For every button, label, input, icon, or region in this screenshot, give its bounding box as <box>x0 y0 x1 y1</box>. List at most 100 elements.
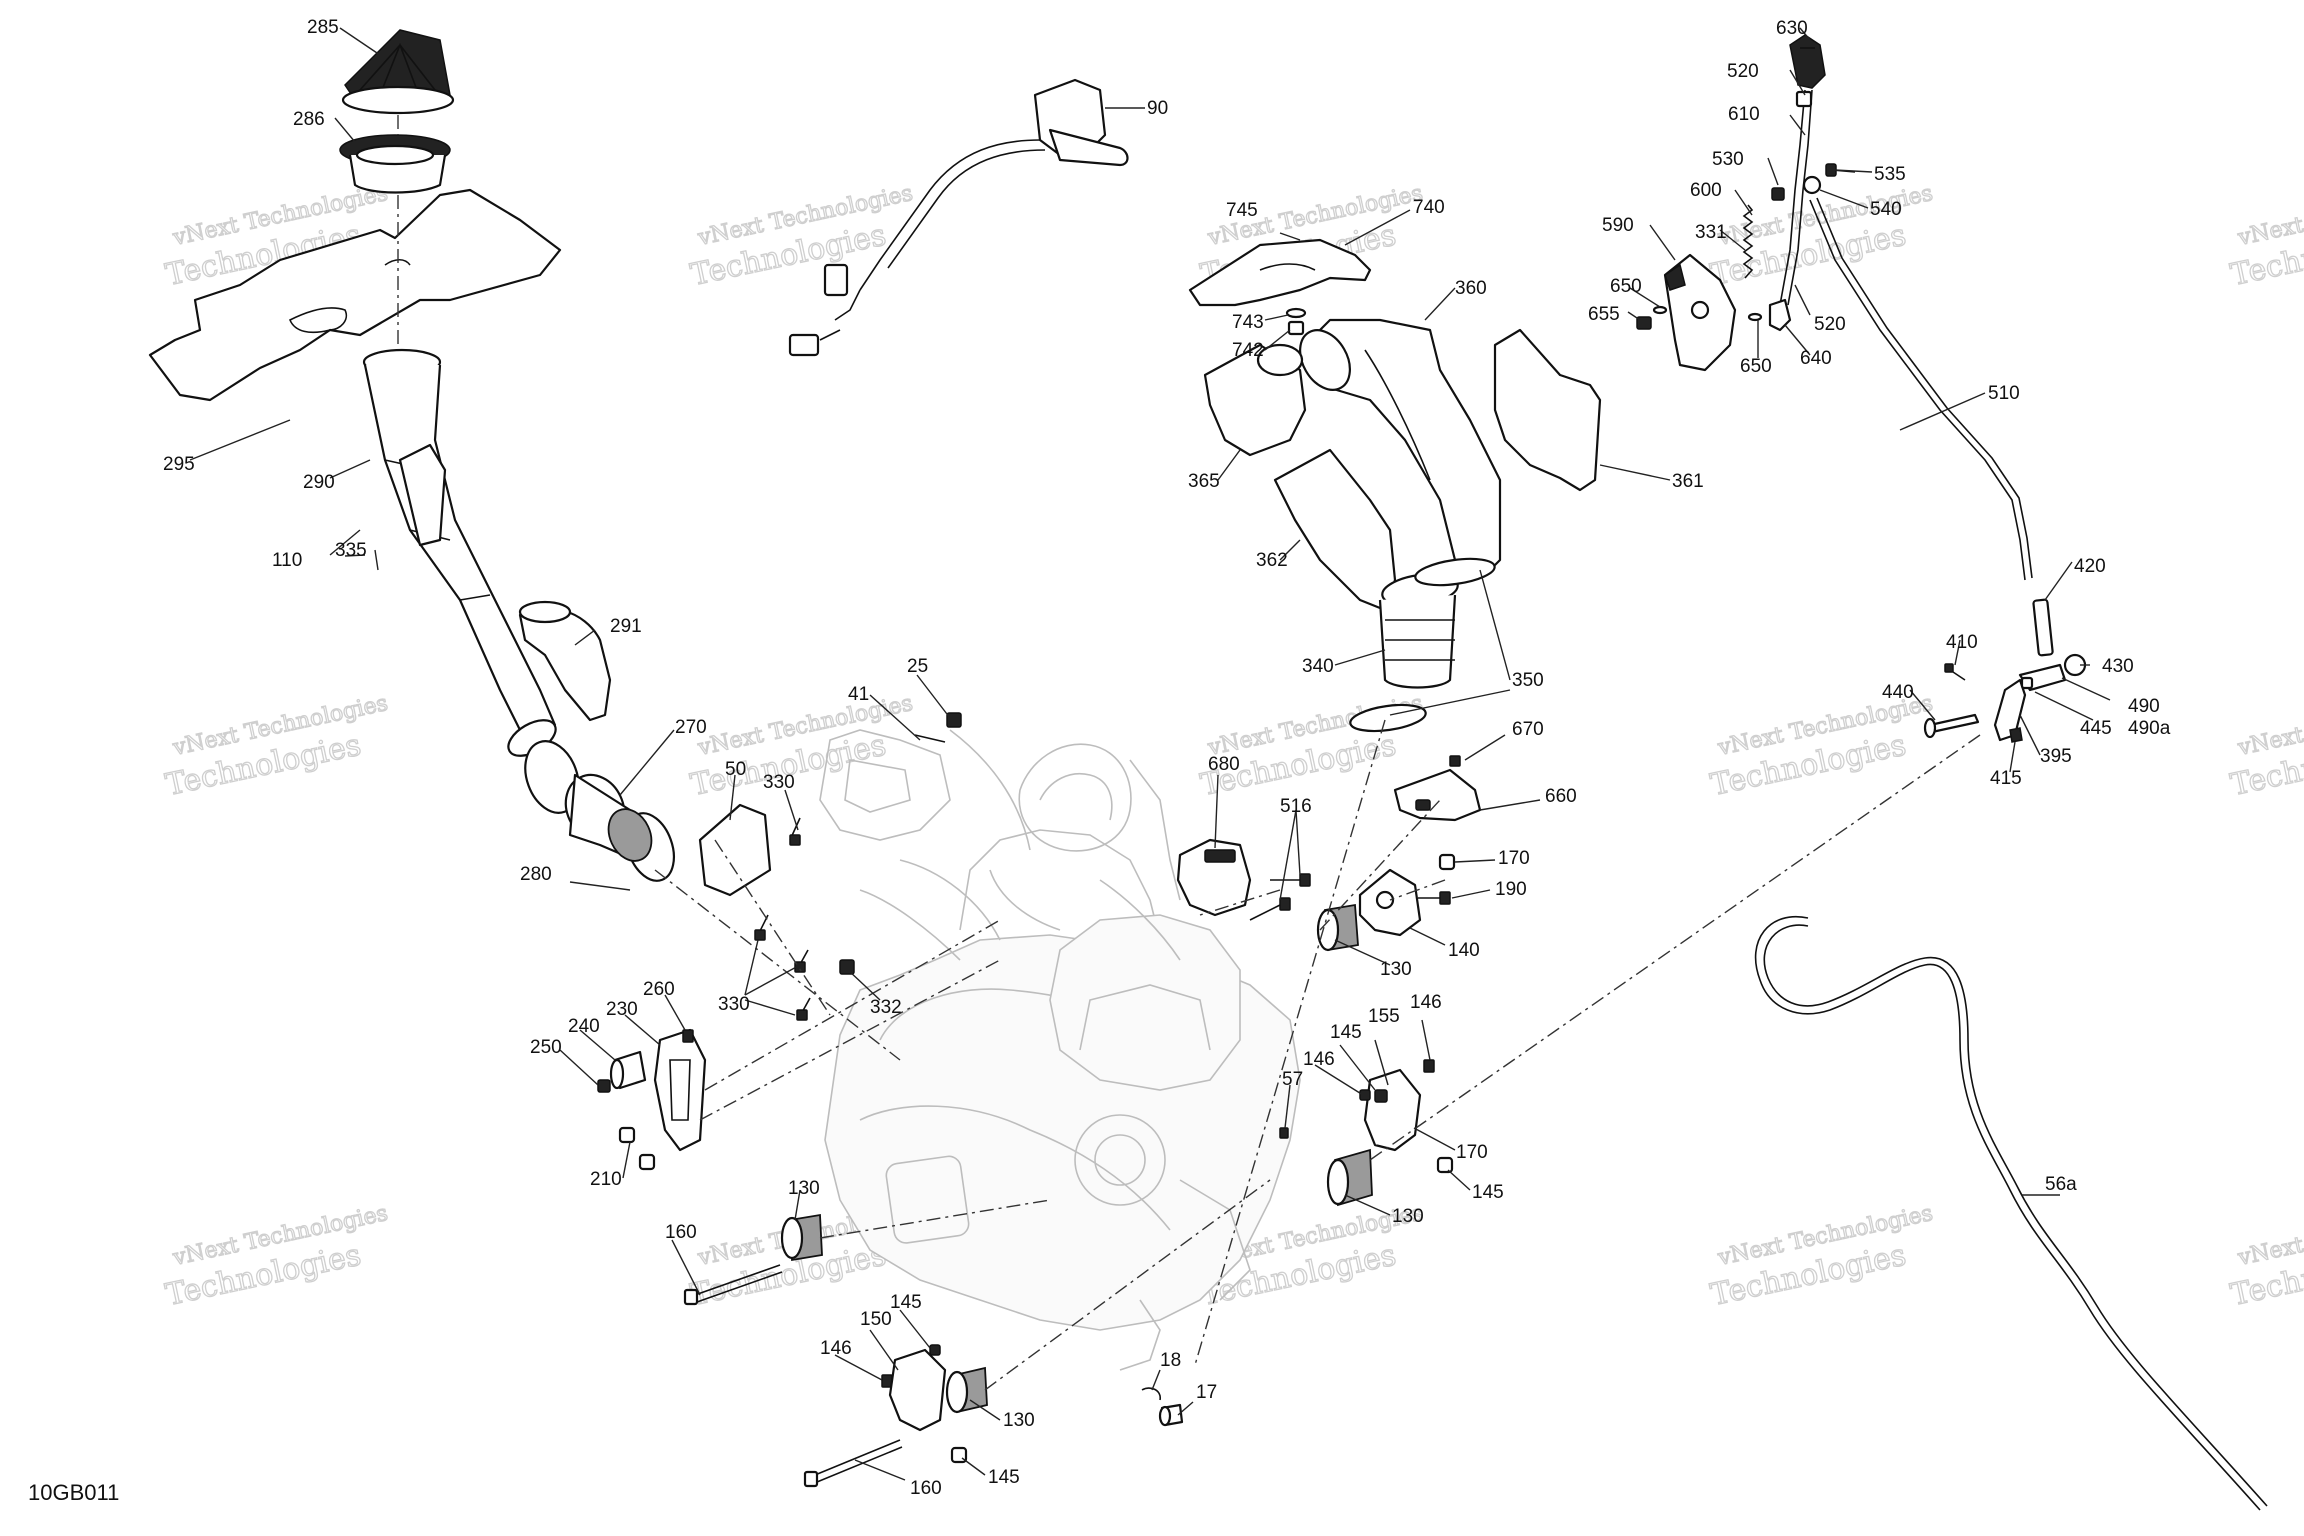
callout-655: 655 <box>1588 304 1620 325</box>
part-285-filter-cone <box>341 29 455 115</box>
callout-160: 160 <box>665 1222 697 1243</box>
part-530-nut <box>1771 187 1785 201</box>
part-742-fastener <box>1287 320 1305 336</box>
callout-190: 190 <box>1495 879 1527 900</box>
part-540-bushing <box>1802 175 1822 195</box>
part-230-mount-bracket <box>653 1028 707 1152</box>
callout-295: 295 <box>163 454 195 475</box>
callout-18: 18 <box>1160 1350 1181 1371</box>
callout-535: 535 <box>1874 164 1906 185</box>
part-295-cover-plate <box>148 188 562 402</box>
callout-90: 90 <box>1147 98 1168 119</box>
callout-291: 291 <box>610 616 642 637</box>
callout-530: 530 <box>1712 149 1744 170</box>
part-650-washer <box>1652 305 1763 322</box>
callout-330: 330 <box>718 994 750 1015</box>
part-155-mount-bracket <box>1363 1068 1422 1152</box>
part-365-elbow <box>1203 343 1307 457</box>
part-740-bracket <box>1188 238 1372 307</box>
callout-331: 331 <box>1695 222 1727 243</box>
callout-361: 361 <box>1672 471 1704 492</box>
callout-labels: 285 286 295 290 110 335 291 270 280 90 7… <box>163 17 2171 1499</box>
callout-286: 286 <box>293 109 325 130</box>
callout-56a: 56a <box>2045 1174 2077 1195</box>
watermark-line1: vNext Technologies <box>2235 691 2304 761</box>
part-420-coupler <box>2032 598 2054 657</box>
callout-332: 332 <box>870 997 902 1018</box>
part-50-gasket <box>698 803 772 897</box>
part-655-nut <box>1636 316 1652 330</box>
callout-260: 260 <box>643 979 675 1000</box>
callout-146: 146 <box>1410 992 1442 1013</box>
callout-145: 145 <box>890 1292 922 1313</box>
part-410-screw <box>1944 663 1966 681</box>
callout-146: 146 <box>1303 1049 1335 1070</box>
callout-335: 335 <box>335 540 367 561</box>
callout-430: 430 <box>2102 656 2134 677</box>
callout-17: 17 <box>1196 1382 1217 1403</box>
callout-445: 445 <box>2080 718 2112 739</box>
callout-290: 290 <box>303 472 335 493</box>
callout-155: 155 <box>1368 1006 1400 1027</box>
callout-680: 680 <box>1208 754 1240 775</box>
callout-130: 130 <box>1392 1206 1424 1227</box>
callout-610: 610 <box>1728 104 1760 125</box>
part-640-pivot <box>1768 298 1792 332</box>
callout-395: 395 <box>2040 746 2072 767</box>
callout-600: 600 <box>1690 180 1722 201</box>
callout-240: 240 <box>568 1016 600 1037</box>
diagram-code: 10GB011 <box>28 1480 119 1505</box>
callout-740: 740 <box>1413 197 1445 218</box>
part-340-filter-cylinder <box>1378 573 1459 689</box>
callout-130: 130 <box>1003 1410 1035 1431</box>
part-680-module <box>1176 838 1252 917</box>
callout-110: 110 <box>272 550 302 571</box>
callout-650: 650 <box>1610 276 1642 297</box>
callout-520: 520 <box>1814 314 1846 335</box>
callout-340: 340 <box>1302 656 1334 677</box>
part-150-mount-bracket <box>888 1348 947 1432</box>
part-18-clamp <box>1141 1387 1161 1401</box>
part-590-shift-mechanism <box>1663 253 1737 372</box>
callout-41: 41 <box>848 684 869 705</box>
part-270-boot <box>564 773 653 862</box>
callout-490a: 490a <box>2128 718 2171 739</box>
callout-516: 516 <box>1280 796 1312 817</box>
callout-670: 670 <box>1512 719 1544 740</box>
part-17-cap <box>1158 1403 1184 1427</box>
callout-150: 150 <box>860 1309 892 1330</box>
assembly-lines <box>397 115 1981 1391</box>
part-362-heat-shield <box>1273 448 1397 612</box>
callout-130: 130 <box>788 1178 820 1199</box>
engine-ghost <box>819 729 1301 1371</box>
part-146-fasteners <box>881 1059 1435 1388</box>
part-660-bracket <box>1393 768 1482 822</box>
callout-510: 510 <box>1988 383 2020 404</box>
callout-230: 230 <box>606 999 638 1020</box>
callout-50: 50 <box>725 759 746 780</box>
callout-280: 280 <box>520 864 552 885</box>
callout-410: 410 <box>1946 632 1978 653</box>
part-361-heat-shield <box>1493 328 1602 492</box>
part-41-bolt <box>914 734 946 743</box>
callout-25: 25 <box>907 656 928 677</box>
part-445-bolt <box>2020 676 2034 690</box>
part-57-sensor <box>1279 1127 1289 1139</box>
part-290-intake-tube <box>362 348 557 757</box>
callout-250: 250 <box>530 1037 562 1058</box>
part-140-mount-bracket <box>1358 868 1422 937</box>
callout-210: 210 <box>590 1169 622 1190</box>
callout-743: 743 <box>1232 312 1264 333</box>
part-286-filter-housing <box>339 134 451 194</box>
part-600-spring <box>1742 204 1754 279</box>
part-743-washer <box>1285 307 1307 319</box>
part-240-spacer <box>609 1050 647 1090</box>
part-210-bolts <box>618 1126 656 1171</box>
leader-lines <box>189 27 2111 1481</box>
callout-160: 160 <box>910 1478 942 1499</box>
callout-365: 365 <box>1188 471 1220 492</box>
callout-640: 640 <box>1800 348 1832 369</box>
callout-330: 330 <box>763 772 795 793</box>
callout-650: 650 <box>1740 356 1772 377</box>
callout-420: 420 <box>2074 556 2106 577</box>
